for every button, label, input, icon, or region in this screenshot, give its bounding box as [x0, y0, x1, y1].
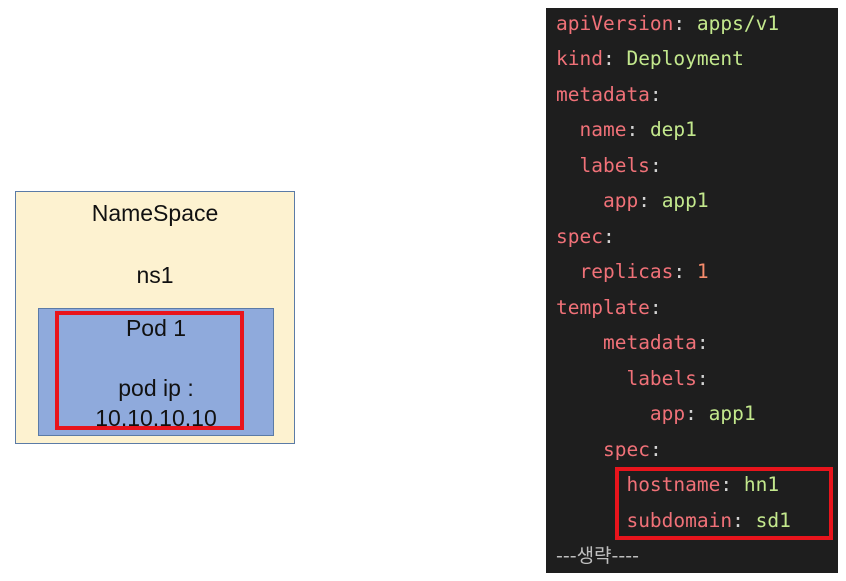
yaml-line: metadata:: [556, 83, 662, 106]
pod-highlight-frame: [55, 311, 244, 430]
namespace-name: ns1: [136, 262, 174, 288]
yaml-line: app: app1: [602, 189, 709, 212]
yaml-omitted-marker: ---생략----: [556, 545, 639, 567]
yaml-line: spec:: [556, 225, 615, 248]
yaml-line: labels:: [579, 154, 662, 177]
yaml-line: kind: Deployment: [556, 47, 744, 70]
pod-label: Pod 1: [125, 315, 187, 341]
yaml-line: template:: [556, 296, 662, 319]
yaml-line: hostname: hn1: [626, 473, 780, 496]
yaml-line: apiVersion: apps/v1: [556, 12, 780, 35]
yaml-code-panel: apiVersion: apps/v1 kind: Deployment met…: [546, 8, 838, 573]
pod-ip-label: pod ip :: [118, 375, 194, 401]
yaml-line: labels:: [626, 367, 709, 390]
hostname-subdomain-highlight-frame: [615, 467, 833, 540]
yaml-line: name: dep1: [579, 118, 697, 141]
yaml-line: metadata:: [602, 331, 709, 354]
namespace-box: NameSpace ns1 Pod 1 pod ip : 10.10.10.10: [15, 191, 295, 444]
yaml-line: subdomain: sd1: [626, 509, 791, 532]
yaml-line: replicas: 1: [579, 260, 709, 283]
yaml-line: app: app1: [649, 402, 756, 425]
namespace-label: NameSpace: [91, 200, 219, 226]
pod-box: Pod 1 pod ip : 10.10.10.10: [38, 308, 274, 436]
yaml-line: spec:: [602, 438, 662, 461]
